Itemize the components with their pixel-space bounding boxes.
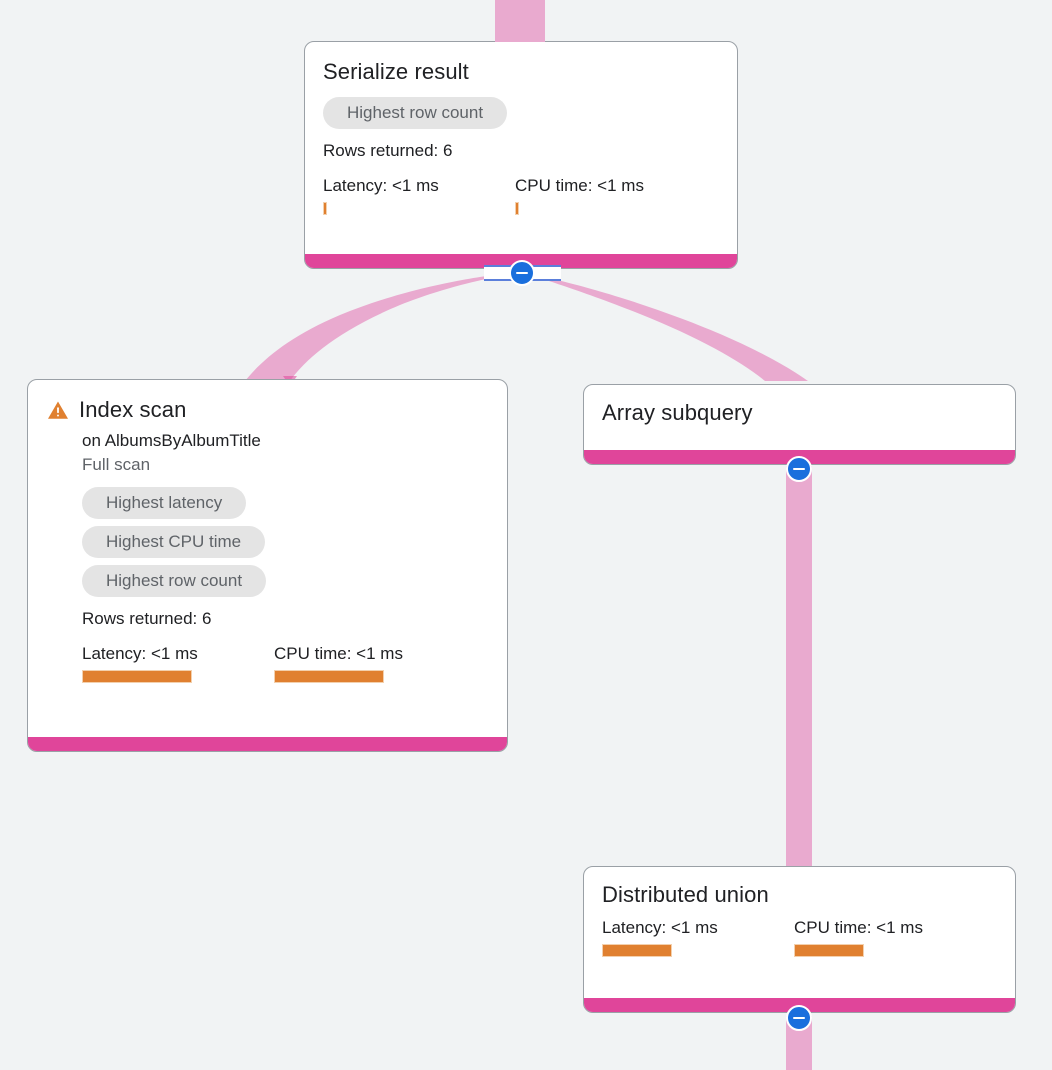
metric-latency-label: Latency: <1 ms [82,644,198,663]
warning-triangle-icon [48,401,68,419]
rows-returned-label: Rows returned: 6 [323,141,453,160]
rows-returned-label: Rows returned: 6 [82,609,212,628]
node-index-scan[interactable]: Index scan on AlbumsByAlbumTitle Full sc… [27,379,508,752]
node-serialize-result[interactable]: Serialize result Highest row count Rows … [304,41,738,269]
metric-latency: Latency: <1 ms [602,917,794,957]
chip-highest-cpu-time: Highest CPU time [82,526,266,558]
node-distributed-union[interactable]: Distributed union Latency: <1 ms CPU tim… [583,866,1016,1013]
edge-parent-to-serialize [495,0,545,42]
node-title: Index scan [79,397,187,422]
metric-latency-bar [323,202,327,215]
collapse-toggle-array-subquery[interactable] [786,456,812,482]
metric-cpu-time-label: CPU time: <1 ms [274,644,403,663]
metric-cpu-time-label: CPU time: <1 ms [515,176,644,195]
chip-highest-latency: Highest latency [82,487,247,519]
node-title-row: Distributed union [602,881,769,909]
node-title: Distributed union [602,882,769,907]
metric-cpu-time-bar [794,944,864,957]
node-body: Distributed union Latency: <1 ms CPU tim… [584,867,1015,998]
node-body: Index scan on AlbumsByAlbumTitle Full sc… [28,380,507,737]
node-title-row: Serialize result [323,58,469,86]
node-array-subquery[interactable]: Array subquery [583,384,1016,465]
node-body: Array subquery [584,385,1015,450]
metric-latency-bar [82,670,192,683]
node-title: Array subquery [602,400,753,425]
edge-array-subquery-to-distributed-union [786,466,812,871]
metric-list: Latency: <1 ms CPU time: <1 ms [323,175,719,215]
metric-list: Latency: <1 ms CPU time: <1 ms [82,643,507,683]
node-title: Serialize result [323,59,469,84]
metric-latency-label: Latency: <1 ms [323,176,439,195]
metric-cpu-time-label: CPU time: <1 ms [794,918,923,937]
metric-latency: Latency: <1 ms [82,643,274,683]
metric-cpu-time-bar [515,202,519,215]
chip-list: Highest latency Highest CPU time Highest… [82,487,267,597]
metric-latency-bar [602,944,672,957]
node-footer-bar [28,737,507,751]
chip-list: Highest row count [323,97,508,129]
metric-latency-label: Latency: <1 ms [602,918,718,937]
node-title-row: Array subquery [602,399,753,427]
chip-highest-row-count: Highest row count [323,97,508,129]
node-body: Serialize result Highest row count Rows … [305,42,737,254]
edge-serialize-to-index-scan [245,272,521,381]
chip-highest-row-count: Highest row count [82,565,267,597]
collapse-toggle-distributed-union[interactable] [786,1005,812,1031]
metric-latency: Latency: <1 ms [323,175,515,215]
metric-cpu-time: CPU time: <1 ms [515,175,644,215]
metric-cpu-time: CPU time: <1 ms [794,917,923,957]
node-subtitle-scan-type: Full scan [82,455,151,474]
collapse-toggle-serialize-result[interactable] [509,260,535,286]
node-title-row: Index scan [47,396,186,424]
node-subtitle: on AlbumsByAlbumTitle [82,431,261,450]
metric-cpu-time-bar [274,670,384,683]
metric-list: Latency: <1 ms CPU time: <1 ms [602,917,997,957]
edge-serialize-to-array-subquery [523,272,808,381]
metric-cpu-time: CPU time: <1 ms [274,643,403,683]
